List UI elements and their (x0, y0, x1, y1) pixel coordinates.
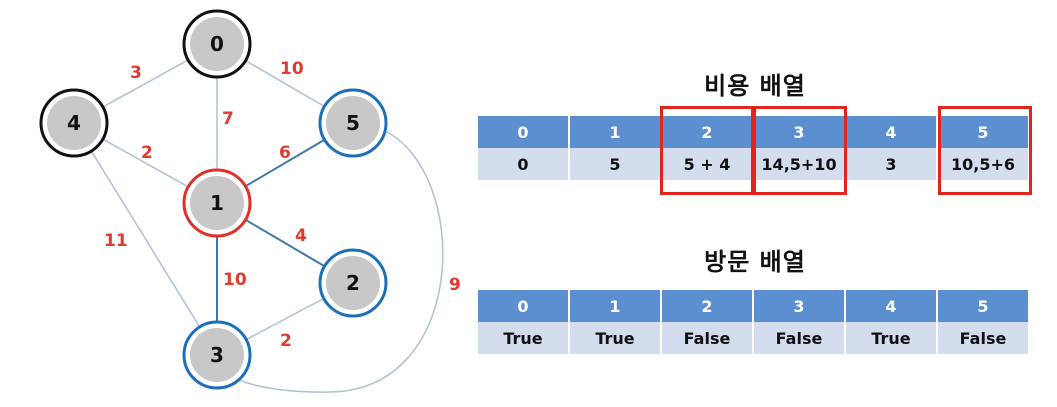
visit-index-cell: 3 (753, 290, 846, 322)
visit-array-title: 방문 배열 (704, 248, 806, 276)
weight-0-5: 10 (280, 59, 304, 79)
weight-0-1: 7 (222, 109, 234, 129)
cost-index-cell: 2 (661, 116, 754, 148)
visit-value-cell: False (753, 322, 846, 354)
cost-value-cell: 5 + 4 (661, 148, 754, 180)
weight-1-5: 6 (279, 143, 291, 163)
visit-value-cell: False (661, 322, 754, 354)
visit-index-cell: 5 (937, 290, 1030, 322)
cost-array-title: 비용 배열 (704, 72, 806, 100)
cost-index-cell: 4 (845, 116, 938, 148)
visit-index-cell: 2 (661, 290, 754, 322)
visit-value-cell: True (478, 322, 570, 354)
cost-value-cell: 3 (845, 148, 938, 180)
cost-array-table: 0 1 2 3 4 5 0 5 5 + 4 14,5+10 3 10,5+6 (478, 116, 1030, 180)
highlight-cost-3 (753, 106, 847, 195)
highlight-cost-5 (938, 106, 1032, 195)
cost-index-cell: 3 (753, 116, 846, 148)
svg-text:5: 5 (346, 111, 360, 135)
visit-index-cell: 0 (478, 290, 570, 322)
node-1: 1 (182, 168, 252, 238)
cost-index-cell: 5 (937, 116, 1030, 148)
cost-index-cell: 0 (478, 116, 570, 148)
svg-text:3: 3 (210, 343, 224, 367)
node-3: 3 (182, 320, 252, 390)
weight-1-3: 10 (223, 270, 247, 290)
weight-1-2: 4 (295, 226, 307, 246)
cost-value-cell: 0 (478, 148, 570, 180)
cost-value-cell: 10,5+6 (937, 148, 1030, 180)
visit-index-cell: 4 (845, 290, 938, 322)
svg-text:2: 2 (346, 271, 360, 295)
visit-value-cell: True (845, 322, 938, 354)
cost-index-cell: 1 (569, 116, 662, 148)
weight-5-3: 9 (449, 275, 461, 295)
svg-text:1: 1 (210, 191, 224, 215)
edge-5-3 (219, 129, 444, 393)
node-5: 5 (318, 88, 388, 158)
node-2: 2 (318, 248, 388, 318)
svg-text:4: 4 (67, 111, 81, 135)
weight-0-4: 3 (130, 63, 142, 83)
cost-value-cell: 5 (569, 148, 662, 180)
svg-text:0: 0 (210, 32, 224, 56)
weight-4-3: 11 (104, 231, 128, 251)
weight-2-3: 2 (280, 331, 292, 351)
visit-value-cell: False (937, 322, 1030, 354)
visit-value-cell: True (569, 322, 662, 354)
node-4: 4 (39, 88, 109, 158)
weight-4-1: 2 (141, 143, 153, 163)
graph-diagram: 3 10 7 2 6 4 11 10 2 9 0 4 5 1 2 3 (39, 9, 461, 393)
visit-array-table: 0 1 2 3 4 5 True True False False True F… (478, 290, 1030, 354)
highlight-cost-2 (660, 106, 754, 195)
node-0: 0 (182, 9, 252, 79)
edge-4-3 (73, 122, 218, 356)
cost-value-cell: 14,5+10 (753, 148, 846, 180)
visit-index-cell: 1 (569, 290, 662, 322)
